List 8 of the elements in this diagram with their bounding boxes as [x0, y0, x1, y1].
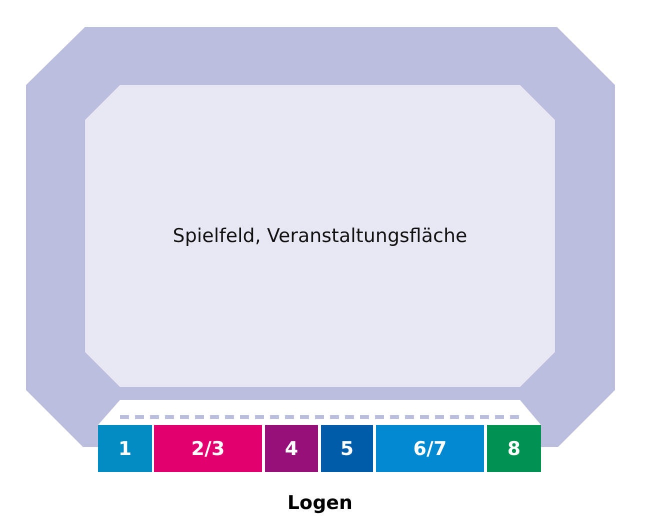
- lodge-box: 6/7: [376, 425, 484, 472]
- section-label: Logen: [286, 492, 354, 514]
- lodge-box: 2/3: [154, 425, 262, 472]
- lodge-box: 5: [321, 425, 373, 472]
- area-label: Spielfeld, Veranstaltungsfläche: [172, 225, 468, 247]
- lodge-box: 4: [265, 425, 318, 472]
- lodge-box: 8: [487, 425, 541, 472]
- lodge-box: 1: [98, 425, 152, 472]
